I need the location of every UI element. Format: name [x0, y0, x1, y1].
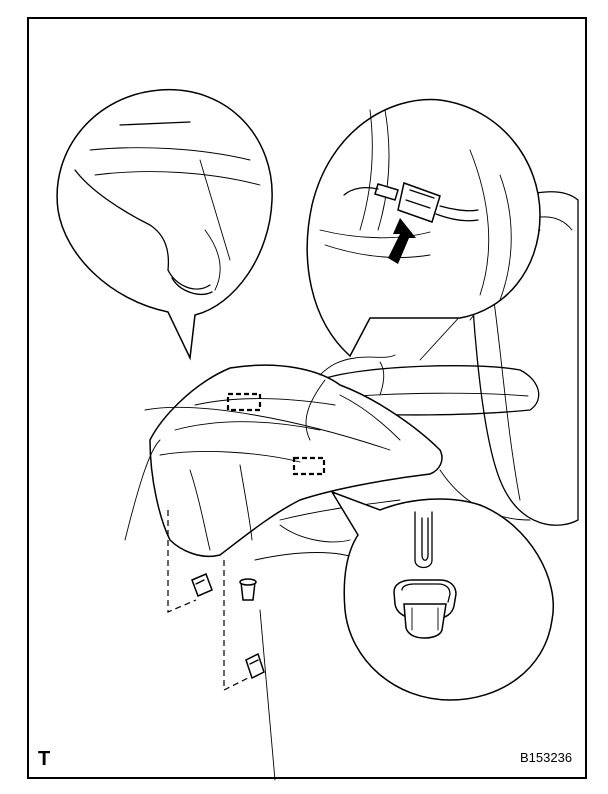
- detail-callout-seat-edge: [56, 89, 273, 361]
- wire-harness: [305, 354, 401, 441]
- clip-icon: [414, 511, 433, 569]
- figure-id-code: B153236: [520, 750, 573, 765]
- connector-icon: [343, 182, 479, 223]
- leader-line-left: [167, 510, 197, 613]
- clip-location-box-lower: [292, 456, 326, 476]
- frame-border: [27, 17, 587, 779]
- leader-line-right: [223, 560, 249, 691]
- floor-retainer-lower-icon: [245, 652, 265, 680]
- clip-grommet-icon: [393, 579, 457, 639]
- arrow-icon: [388, 218, 416, 264]
- floor-retainer-left-icon: [191, 573, 213, 597]
- floor-retainer-center-icon: [239, 578, 257, 601]
- clip-location-box-upper: [226, 392, 262, 412]
- detail-callout-connector: [306, 98, 541, 358]
- corner-mark-letter: T: [38, 748, 51, 770]
